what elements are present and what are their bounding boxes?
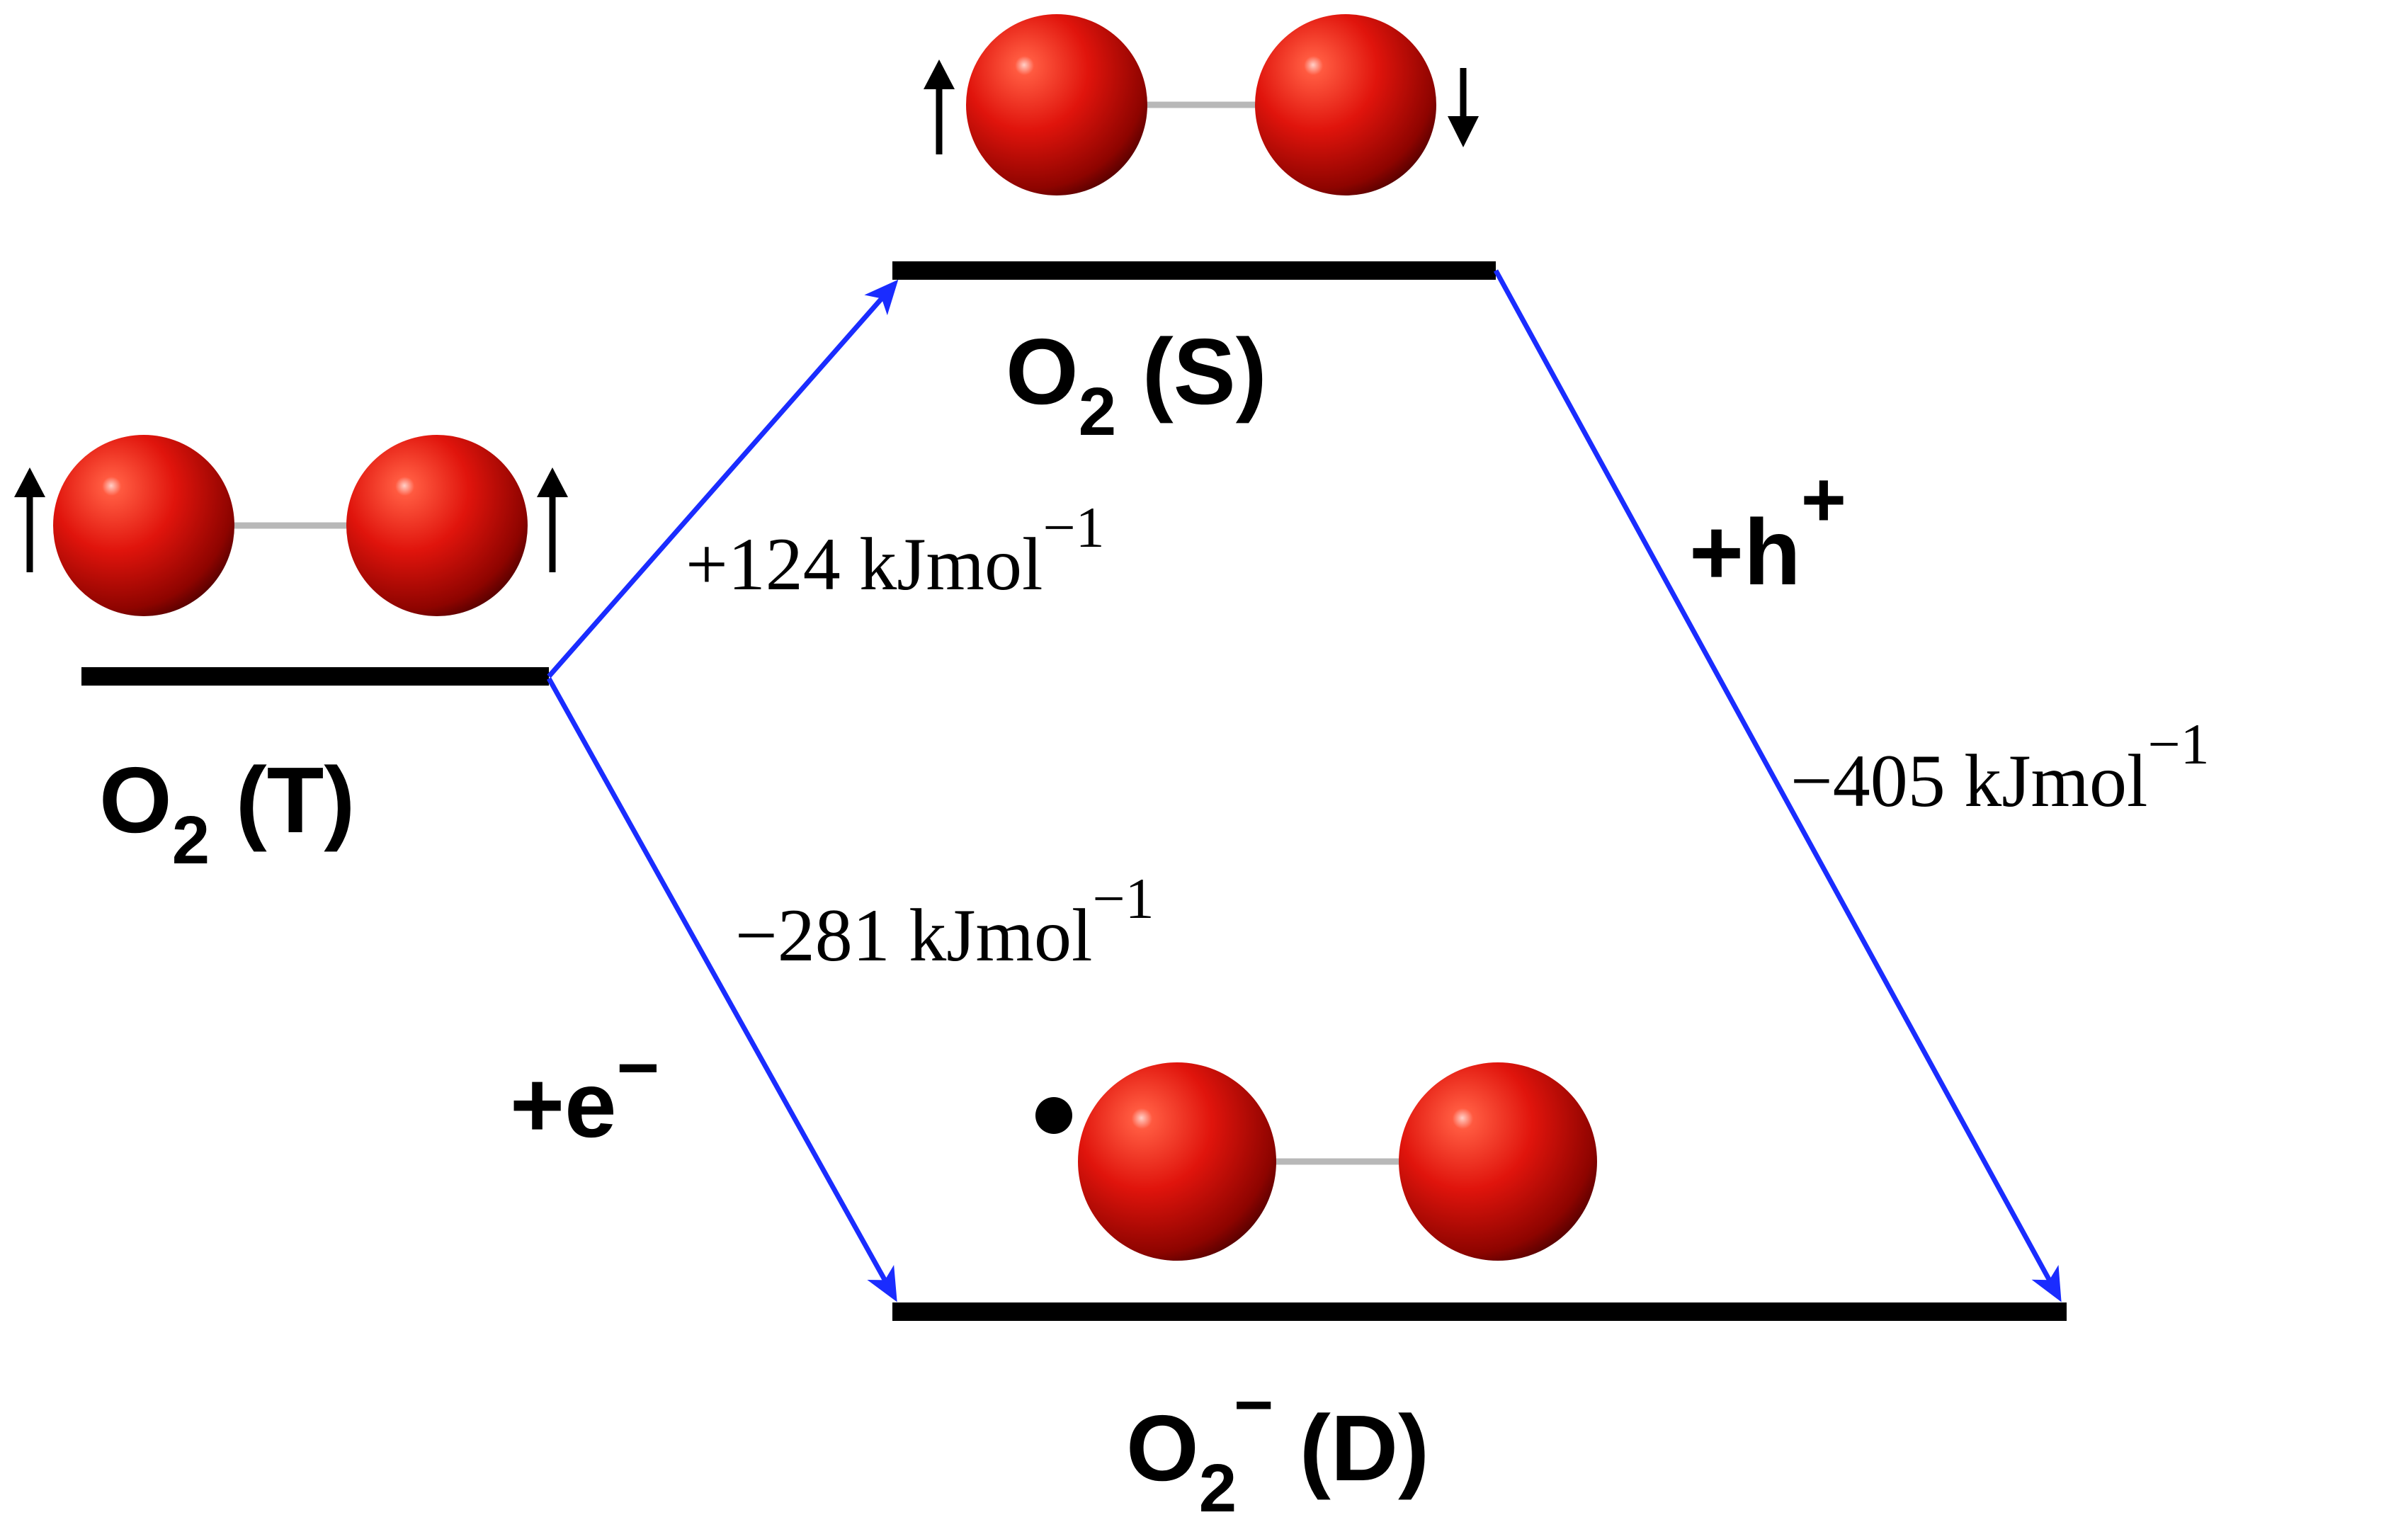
electron-addition-label: +e− <box>510 1027 659 1157</box>
spin-up-arrow-icon <box>537 467 568 572</box>
arrow-triplet-to-singlet <box>547 279 899 679</box>
oxygen-atom-sphere-icon <box>1399 1062 1597 1261</box>
state-label-triplet: O2 (T) <box>99 748 355 878</box>
oxygen-atom-sphere-icon <box>53 435 234 616</box>
state-label-singlet: O2 (S) <box>1006 319 1267 450</box>
arrow-singlet-to-doublet <box>1493 269 2062 1302</box>
energy-label-singlet-to-doublet: −405 kJmol−1 <box>1790 712 2210 822</box>
singlet-molecule <box>924 14 1479 195</box>
energy-label-triplet-to-singlet: +124 kJmol−1 <box>686 495 1105 606</box>
spin-up-arrow-icon <box>14 467 45 572</box>
spin-up-arrow-icon <box>924 59 955 154</box>
oxygen-atom-sphere-icon <box>1255 14 1436 195</box>
spin-down-arrow-icon <box>1448 68 1479 147</box>
arrow-triplet-to-doublet <box>546 677 897 1302</box>
hole-addition-label: +h+ <box>1689 456 1846 604</box>
unpaired-electron-dot-icon <box>1035 1097 1072 1134</box>
state-label-doublet: O2− (D) <box>1126 1367 1429 1526</box>
triplet-molecule <box>14 435 568 616</box>
oxygen-atom-sphere-icon <box>966 14 1147 195</box>
energy-label-triplet-to-doublet: −281 kJmol−1 <box>735 866 1154 977</box>
oxygen-atom-sphere-icon <box>1078 1062 1276 1261</box>
oxygen-atom-sphere-icon <box>346 435 528 616</box>
doublet-molecule <box>1035 1062 1597 1261</box>
